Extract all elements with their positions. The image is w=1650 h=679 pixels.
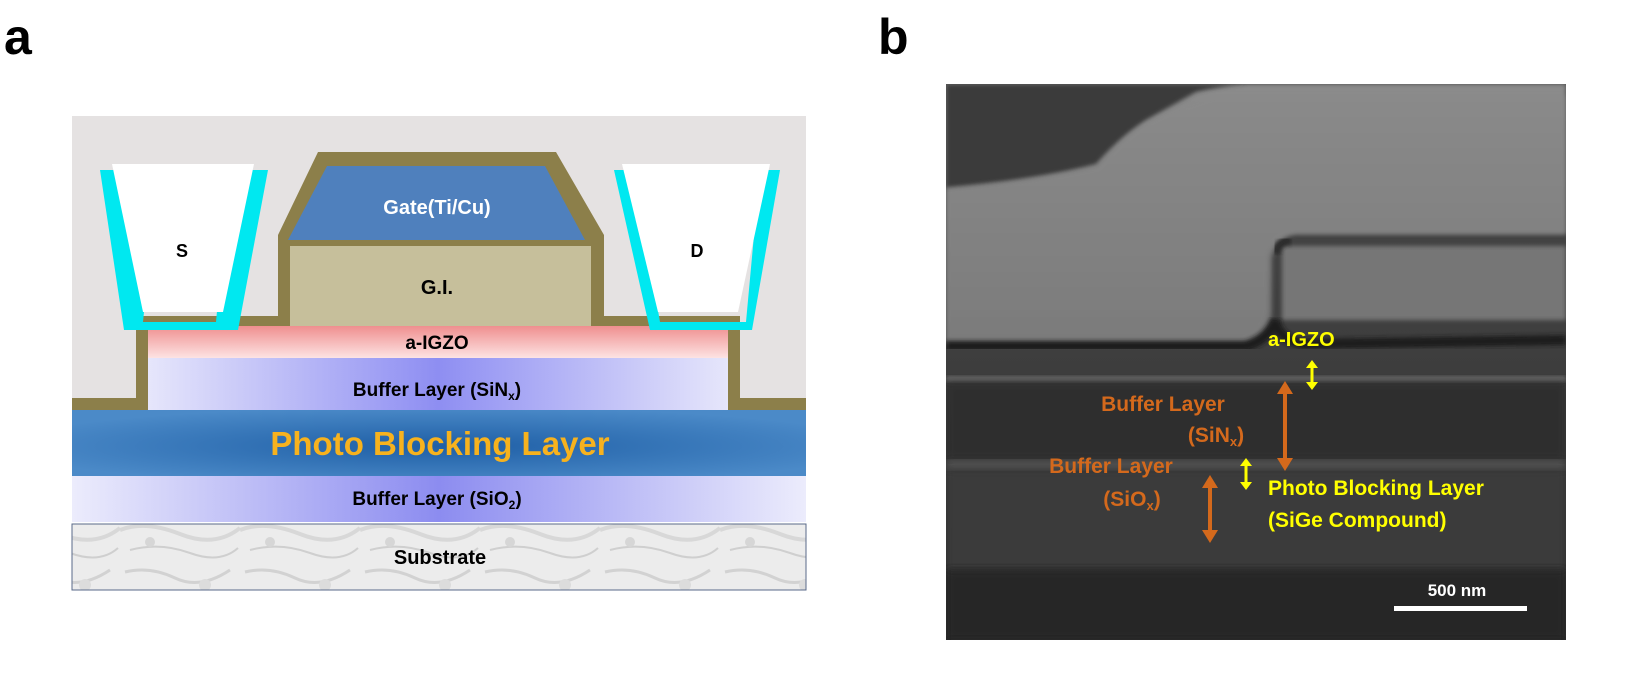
buffer-sinx-layer <box>148 358 728 410</box>
igzo-thickness-arrow <box>1306 360 1318 390</box>
panel-b-letter: b <box>878 9 909 65</box>
scale-bar <box>1394 606 1527 611</box>
drain-label: D <box>691 241 704 261</box>
buffer-sio2-layer <box>72 476 806 522</box>
buffer-sio2-label: Buffer Layer (SiO2) <box>352 489 521 512</box>
gi-label: G.I. <box>421 277 453 299</box>
substrate-label: Substrate <box>394 547 486 569</box>
sem-igzo-line <box>946 317 1566 351</box>
sem-gate-body <box>1282 246 1566 320</box>
gate-label: Gate(Ti/Cu) <box>383 197 490 219</box>
sem-buffer-sinx-line1: Buffer Layer <box>1101 393 1225 416</box>
gate-insulator <box>290 246 591 326</box>
sem-bright-dome <box>946 96 1566 342</box>
sem-buffer-sinx-line2: (SiNx) <box>1188 424 1244 449</box>
sinx-thickness-arrow <box>1277 381 1293 471</box>
sem-igzo-label: a-IGZO <box>1268 329 1335 351</box>
photo-blocking-label: Photo Blocking Layer <box>270 425 609 462</box>
sem-pbl-line1: Photo Blocking Layer <box>1268 477 1484 500</box>
sem-cross-section-image: a-IGZO Buffer Layer (SiNx) Buffer Layer … <box>946 84 1566 640</box>
source-label: S <box>176 241 188 261</box>
siox-thickness-arrow <box>1202 475 1218 543</box>
gate-electrode <box>288 166 585 240</box>
pbl-thickness-arrow <box>1240 458 1252 490</box>
panel-a-letter: a <box>4 9 32 65</box>
scale-bar-label: 500 nm <box>1428 581 1487 600</box>
drain-contact <box>622 164 770 312</box>
sem-top-dark <box>946 84 1566 188</box>
photo-blocking-layer <box>72 410 806 476</box>
source-contact <box>112 164 254 312</box>
sem-buffer-siox-line1: Buffer Layer <box>1049 455 1173 478</box>
tft-cross-section-diagram: S D Gate(Ti/Cu) G.I. a-IGZO Buffer Layer… <box>71 116 807 591</box>
sem-pbl-line2: (SiGe Compound) <box>1268 509 1446 532</box>
igzo-layer <box>148 326 728 358</box>
igzo-label: a-IGZO <box>405 333 468 354</box>
sem-buffer-siox-line2: (SiOx) <box>1103 488 1160 513</box>
buffer-sinx-label: Buffer Layer (SiNx) <box>353 380 521 403</box>
substrate-layer <box>71 523 807 591</box>
